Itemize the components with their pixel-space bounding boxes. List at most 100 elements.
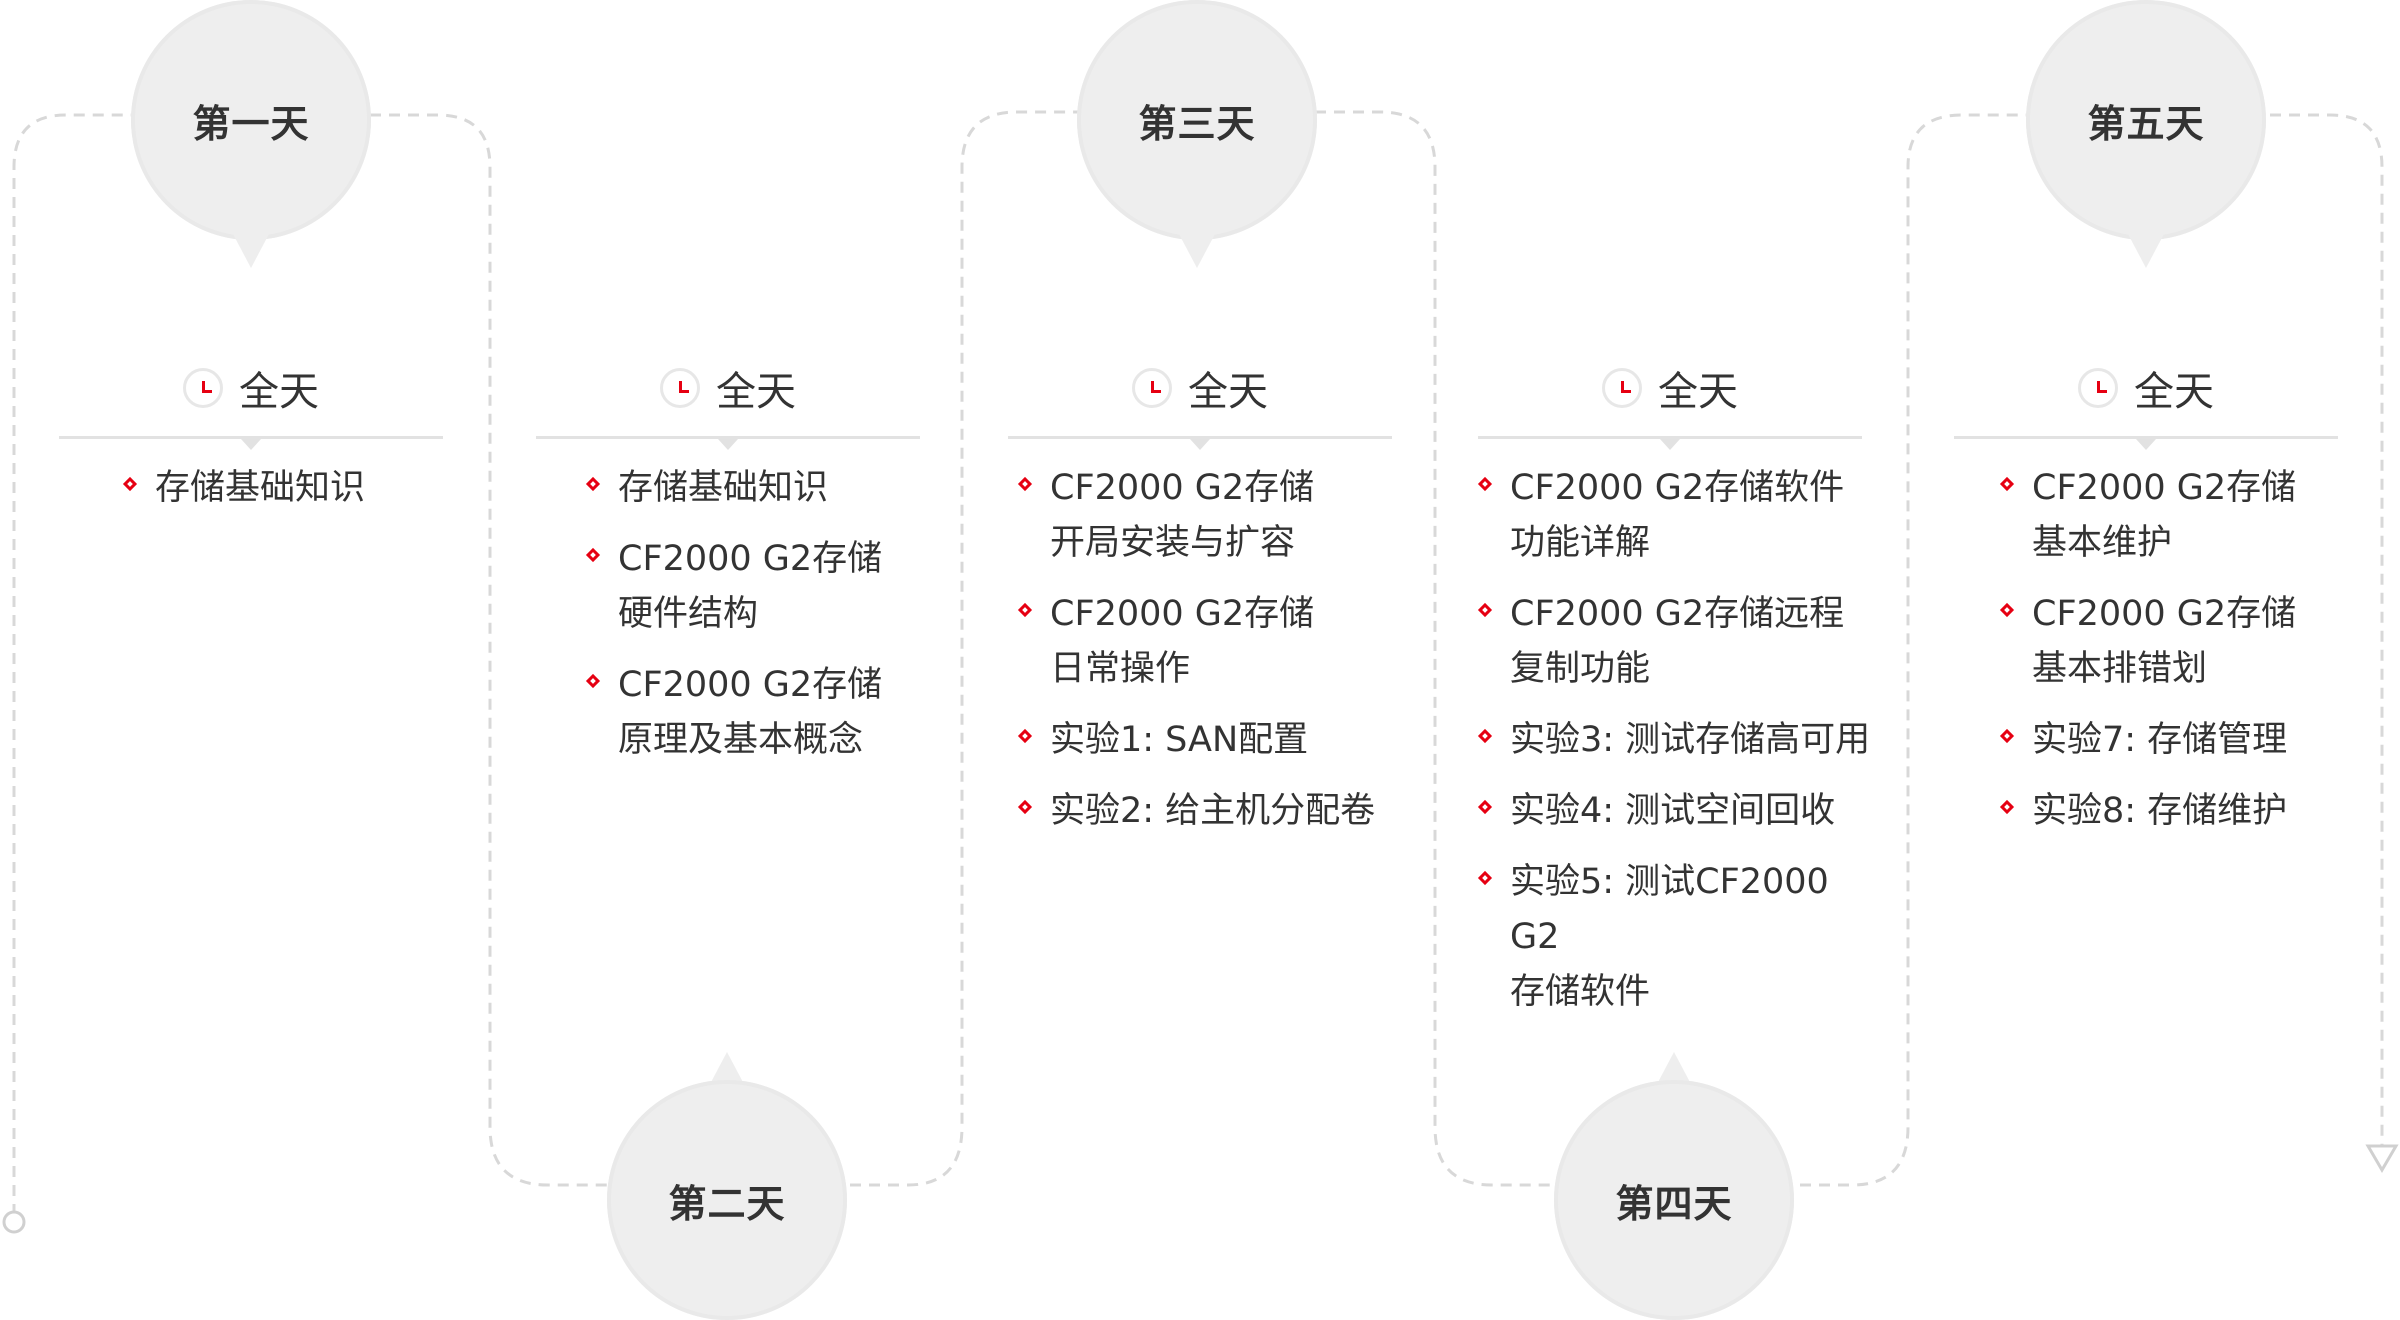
topic-text: CF2000 G2存储 硬件结构 xyxy=(618,539,883,634)
day-circle: 第三天 xyxy=(1077,0,1317,240)
diamond-bullet-icon xyxy=(1478,800,1494,816)
clock-icon xyxy=(1602,368,1642,408)
topic-list: CF2000 G2存储 基本维护 CF2000 G2存储 基本排错划 实验7: … xyxy=(1954,439,2338,839)
topic-text: CF2000 G2存储 基本排错划 xyxy=(2032,594,2297,689)
badge-pointer xyxy=(2128,234,2164,268)
header-caret xyxy=(1190,439,1210,450)
header-caret xyxy=(2136,439,2156,450)
diamond-bullet-icon xyxy=(2000,603,2016,619)
list-item: CF2000 G2存储远程 复制功能 xyxy=(1478,587,1878,697)
list-item: 实验8: 存储维护 xyxy=(2000,784,2338,839)
time-header: 全天 xyxy=(1954,340,2338,450)
list-item: CF2000 G2存储 原理及基本概念 xyxy=(586,658,920,768)
list-item: 实验3: 测试存储高可用 xyxy=(1478,713,1878,768)
diamond-bullet-icon xyxy=(1018,603,1034,619)
topic-text: CF2000 G2存储 日常操作 xyxy=(1050,594,1315,689)
badge-pointer xyxy=(1179,234,1215,268)
topic-list: 存储基础知识 CF2000 G2存储 硬件结构 CF2000 G2存储 原理及基… xyxy=(536,439,920,768)
header-caret xyxy=(718,439,738,450)
diamond-bullet-icon xyxy=(1478,603,1494,619)
topic-text: 存储基础知识 xyxy=(155,468,366,508)
time-label: 全天 xyxy=(2134,369,2214,415)
list-item: 实验4: 测试空间回收 xyxy=(1478,784,1878,839)
diamond-bullet-icon xyxy=(2000,477,2016,493)
topic-list: 存储基础知识 xyxy=(59,439,443,516)
list-item: 实验5: 测试CF2000 G2 存储软件 xyxy=(1478,855,1878,1020)
diamond-bullet-icon xyxy=(1478,871,1494,887)
day-column-5: 全天 CF2000 G2存储 基本维护 CF2000 G2存储 基本排错划 实验… xyxy=(1954,340,2338,855)
diamond-bullet-icon xyxy=(123,477,139,493)
topic-text: CF2000 G2存储 基本维护 xyxy=(2032,468,2297,563)
day-column-3: 全天 CF2000 G2存储 开局安装与扩容 CF2000 G2存储 日常操作 … xyxy=(1008,340,1392,855)
diamond-bullet-icon xyxy=(1478,477,1494,493)
list-item: 实验7: 存储管理 xyxy=(2000,713,2338,768)
list-item: 存储基础知识 xyxy=(123,461,443,516)
diamond-bullet-icon xyxy=(2000,729,2016,745)
header-caret xyxy=(1660,439,1680,450)
day-badge-4: 第四天 xyxy=(1554,1040,1794,1320)
topic-text: 存储基础知识 xyxy=(618,468,829,508)
day-label: 第二天 xyxy=(668,1181,786,1226)
list-item: CF2000 G2存储软件 功能详解 xyxy=(1478,461,1878,571)
topic-text: 实验5: 测试CF2000 G2 存储软件 xyxy=(1510,862,1829,1012)
list-item: 存储基础知识 xyxy=(586,461,920,516)
topic-list: CF2000 G2存储 开局安装与扩容 CF2000 G2存储 日常操作 实验1… xyxy=(1008,439,1392,839)
time-label: 全天 xyxy=(1188,369,1268,415)
day-badge-1: 第一天 xyxy=(131,0,371,280)
diamond-bullet-icon xyxy=(586,548,602,564)
day-column-4: 全天 CF2000 G2存储软件 功能详解 CF2000 G2存储远程 复制功能… xyxy=(1478,340,1878,1036)
list-item: 实验1: SAN配置 xyxy=(1018,713,1392,768)
topic-text: 实验4: 测试空间回收 xyxy=(1510,791,1836,831)
time-label: 全天 xyxy=(239,369,319,415)
diamond-bullet-icon xyxy=(1018,800,1034,816)
list-item: 实验2: 给主机分配卷 xyxy=(1018,784,1392,839)
list-item: CF2000 G2存储 硬件结构 xyxy=(586,532,920,642)
day-badge-2: 第二天 xyxy=(607,1040,847,1320)
list-item: CF2000 G2存储 基本排错划 xyxy=(2000,587,2338,697)
topic-list: CF2000 G2存储软件 功能详解 CF2000 G2存储远程 复制功能 实验… xyxy=(1478,439,1878,1020)
day-badge-3: 第三天 xyxy=(1077,0,1317,280)
diamond-bullet-icon xyxy=(586,477,602,493)
day-circle: 第一天 xyxy=(131,0,371,240)
topic-text: 实验1: SAN配置 xyxy=(1050,720,1309,760)
topic-text: 实验7: 存储管理 xyxy=(2032,720,2288,760)
day-circle: 第四天 xyxy=(1554,1080,1794,1320)
list-item: CF2000 G2存储 基本维护 xyxy=(2000,461,2338,571)
timeline-dashed-line xyxy=(12,110,2384,1215)
diamond-bullet-icon xyxy=(1018,729,1034,745)
day-badge-5: 第五天 xyxy=(2026,0,2266,280)
diamond-bullet-icon xyxy=(586,674,602,690)
day-column-2: 全天 存储基础知识 CF2000 G2存储 硬件结构 CF2000 G2存储 原… xyxy=(536,340,920,784)
topic-text: CF2000 G2存储 开局安装与扩容 xyxy=(1050,468,1315,563)
badge-pointer xyxy=(233,234,269,268)
list-item: CF2000 G2存储 日常操作 xyxy=(1018,587,1392,697)
clock-icon xyxy=(2078,368,2118,408)
ring-icon xyxy=(2,1210,26,1234)
diamond-bullet-icon xyxy=(2000,800,2016,816)
day-label: 第一天 xyxy=(192,101,310,146)
time-label: 全天 xyxy=(1658,369,1738,415)
clock-icon xyxy=(660,368,700,408)
time-header: 全天 xyxy=(1008,340,1392,450)
time-header: 全天 xyxy=(1478,340,1862,450)
clock-icon xyxy=(183,368,223,408)
day-circle: 第五天 xyxy=(2026,0,2266,240)
topic-text: CF2000 G2存储 原理及基本概念 xyxy=(618,665,883,760)
day-label: 第三天 xyxy=(1138,101,1256,146)
time-label: 全天 xyxy=(716,369,796,415)
day-label: 第五天 xyxy=(2087,101,2205,146)
time-header: 全天 xyxy=(536,340,920,450)
topic-text: CF2000 G2存储远程 复制功能 xyxy=(1510,594,1845,689)
time-header: 全天 xyxy=(59,340,443,450)
clock-icon xyxy=(1132,368,1172,408)
day-label: 第四天 xyxy=(1615,1181,1733,1226)
topic-text: 实验3: 测试存储高可用 xyxy=(1510,720,1871,760)
day-column-1: 全天 存储基础知识 xyxy=(59,340,443,532)
diamond-bullet-icon xyxy=(1018,477,1034,493)
topic-text: 实验8: 存储维护 xyxy=(2032,791,2288,831)
day-circle: 第二天 xyxy=(607,1080,847,1320)
topic-text: CF2000 G2存储软件 功能详解 xyxy=(1510,468,1845,563)
arrow-down-icon xyxy=(2365,1144,2399,1173)
